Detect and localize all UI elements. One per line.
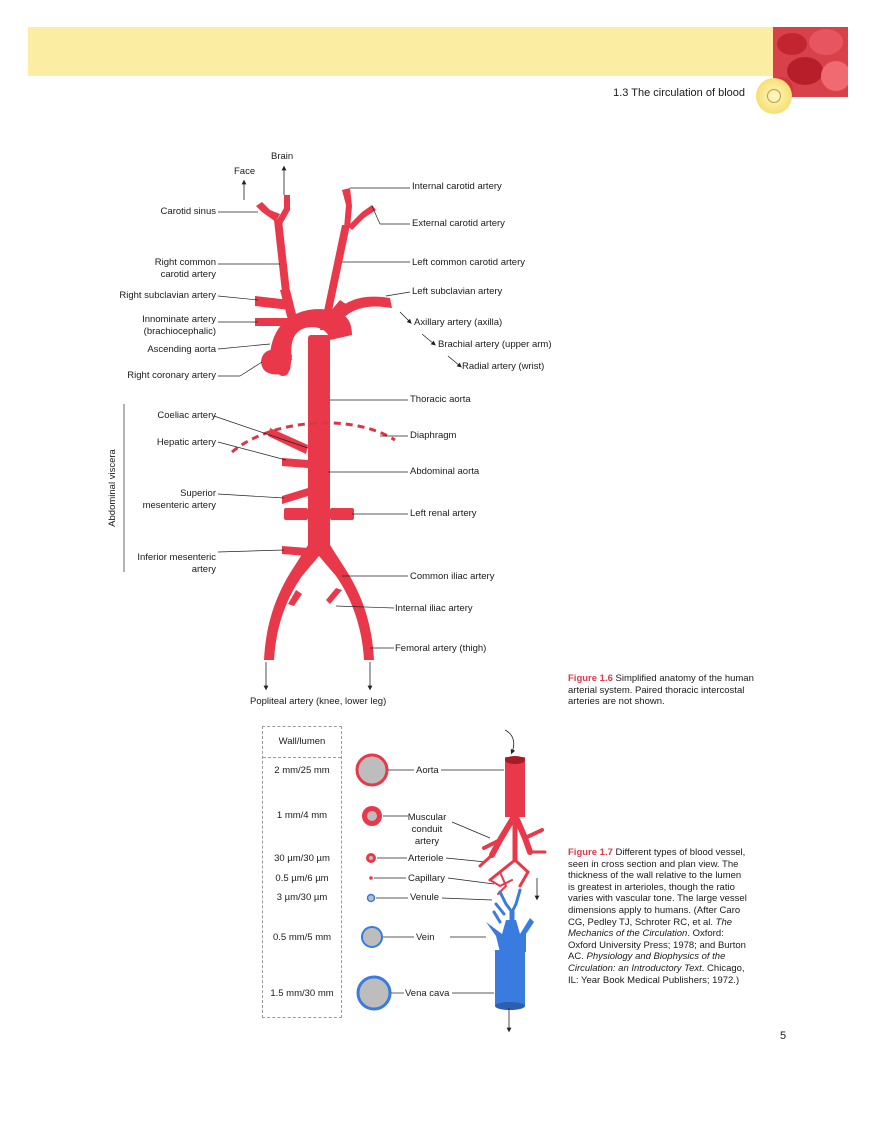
figure-1-7-caption-part1: Different types of blood vessel, seen in… (568, 847, 747, 928)
label-innominate-line2: (brachiocephalic) (143, 326, 216, 337)
label-external-carotid: External carotid artery (412, 218, 505, 229)
label-innominate-line1: Innominate artery (142, 314, 216, 325)
label-internal-carotid: Internal carotid artery (412, 181, 502, 192)
ratio-capillary: 0.5 µm/6 µm (275, 873, 329, 884)
ratio-arteriole: 30 µm/30 µm (274, 853, 330, 864)
vessel-label-venule: Venule (410, 892, 440, 903)
label-femoral: Femoral artery (thigh) (395, 643, 487, 654)
ratio-venule: 3 µm/30 µm (276, 892, 328, 903)
vessel-label-muscular-line2: conduit (411, 824, 443, 835)
label-radial: Radial artery (wrist) (462, 361, 545, 372)
label-coeliac: Coeliac artery (157, 410, 216, 421)
vessel-cross-sections (355, 753, 392, 1011)
arterial-tree (255, 188, 392, 660)
figure-1-7-caption-part3: . Chicago, IL: Year Book Medical Publish… (568, 962, 745, 986)
label-ascending-aorta: Ascending aorta (147, 344, 216, 355)
page-number: 5 (780, 1030, 787, 1042)
ratio-vein: 0.5 mm/5 mm (272, 932, 332, 943)
diaphragm-line (231, 421, 396, 454)
label-common-iliac: Common iliac artery (410, 571, 495, 582)
figure-1-7-caption-title1: The Mechanics of the Circulation (568, 916, 733, 940)
header-bar (28, 27, 788, 76)
figure-1-6-caption-text: Simplified anatomy of the human arterial… (568, 673, 754, 708)
label-superior-mesenteric-line1: Superior (180, 488, 216, 499)
label-carotid-sinus: Carotid sinus (160, 206, 216, 217)
section-title: 1.3 The circulation of blood (613, 87, 745, 99)
label-axillary: Axillary artery (axilla) (414, 317, 503, 328)
section-marker-circle (756, 78, 792, 114)
vessel-label-vena-cava: Vena cava (405, 988, 450, 999)
label-diaphragm: Diaphragm (410, 430, 457, 441)
vessel-plan-view (478, 729, 547, 1033)
figure-1-7-tag: Figure 1.7 (568, 847, 613, 858)
wall-lumen-header-cell: Wall/lumen (263, 727, 341, 758)
label-abdominal-viscera: Abdominal viscera (107, 449, 118, 527)
label-superior-mesenteric-line2: mesenteric artery (142, 500, 216, 511)
label-internal-iliac: Internal iliac artery (395, 603, 473, 614)
label-face: Face (234, 166, 256, 177)
label-right-coronary: Right coronary artery (127, 370, 216, 381)
label-brain: Brain (271, 151, 294, 162)
label-left-subclavian: Left subclavian artery (412, 286, 503, 297)
label-right-common-carotid-line2: carotid artery (160, 269, 216, 280)
wall-lumen-table: Wall/lumen (262, 726, 342, 1018)
vessel-label-vein: Vein (416, 932, 435, 943)
vessel-label-capillary: Capillary (408, 873, 445, 884)
label-popliteal: Popliteal artery (knee, lower leg) (250, 696, 387, 707)
ratio-vena-cava: 1.5 mm/30 mm (270, 988, 334, 999)
label-abdominal-aorta: Abdominal aorta (410, 466, 480, 477)
label-right-common-carotid-line1: Right common (154, 257, 216, 268)
figure-1-7-caption-title2: Physiology and Biophysics of the Circula… (568, 951, 726, 974)
vessel-label-muscular-line3: artery (414, 836, 440, 847)
ratio-muscular-artery: 1 mm/4 mm (276, 810, 328, 821)
wall-lumen-header: Wall/lumen (278, 736, 326, 747)
label-left-common-carotid: Left common carotid artery (412, 257, 525, 268)
vessel-label-aorta: Aorta (416, 765, 439, 776)
label-left-renal: Left renal artery (410, 508, 477, 519)
label-inferior-mesenteric-line1: Inferior mesenteric (137, 552, 216, 563)
ratio-aorta: 2 mm/25 mm (274, 765, 330, 776)
figure-1-6-caption: Figure 1.6 Simplified anatomy of the hum… (568, 673, 758, 708)
figure-1-7-caption: Figure 1.7 Different types of blood vess… (568, 847, 750, 986)
vessel-label-muscular-line1: Muscular (407, 812, 447, 823)
figure-1-7-caption-part2: . Oxford: Oxford University Press; 1978;… (568, 928, 746, 963)
vessel-label-arteriole: Arteriole (408, 853, 444, 864)
label-hepatic: Hepatic artery (156, 437, 216, 448)
blood-cells-photo (773, 27, 848, 97)
figure-1-6-tag: Figure 1.6 (568, 673, 613, 684)
label-thoracic-aorta: Thoracic aorta (410, 394, 471, 405)
label-inferior-mesenteric-line2: artery (191, 564, 216, 575)
label-brachial: Brachial artery (upper arm) (438, 339, 552, 350)
label-right-subclavian: Right subclavian artery (119, 290, 216, 301)
